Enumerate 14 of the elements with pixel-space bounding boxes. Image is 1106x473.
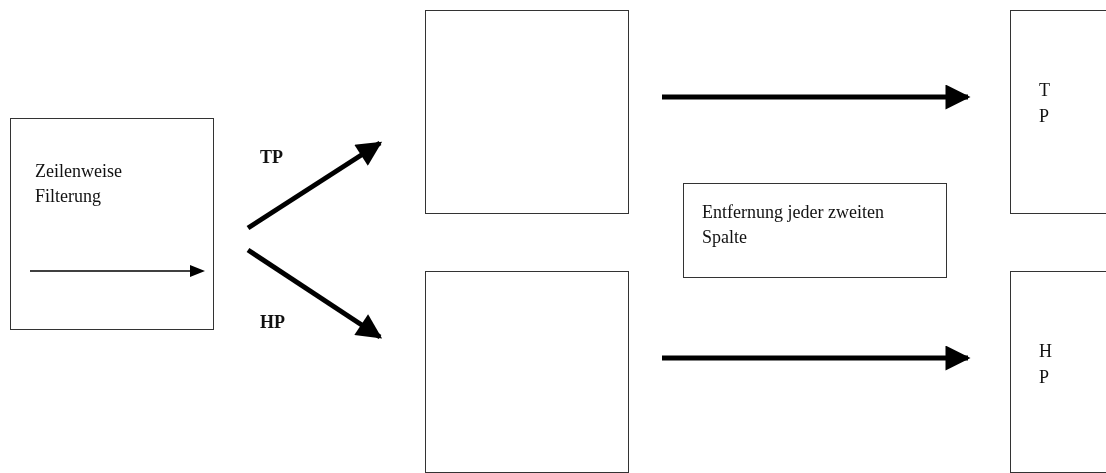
- arrow: [246, 247, 383, 340]
- arrow: [246, 140, 383, 231]
- process-box: [683, 183, 947, 278]
- process-box: [10, 118, 214, 330]
- process-box: [1010, 271, 1106, 473]
- box-label: Entfernung jeder zweiten Spalte: [702, 201, 885, 250]
- box-label: TP: [1039, 79, 1051, 129]
- box-label: Zeilenweise Filterung: [35, 160, 123, 209]
- arrow: [662, 84, 971, 110]
- arrow: [662, 345, 971, 371]
- process-box: [1010, 10, 1106, 214]
- box-label: HP: [1039, 340, 1053, 390]
- empty-box: [425, 271, 629, 473]
- empty-box: [425, 10, 629, 214]
